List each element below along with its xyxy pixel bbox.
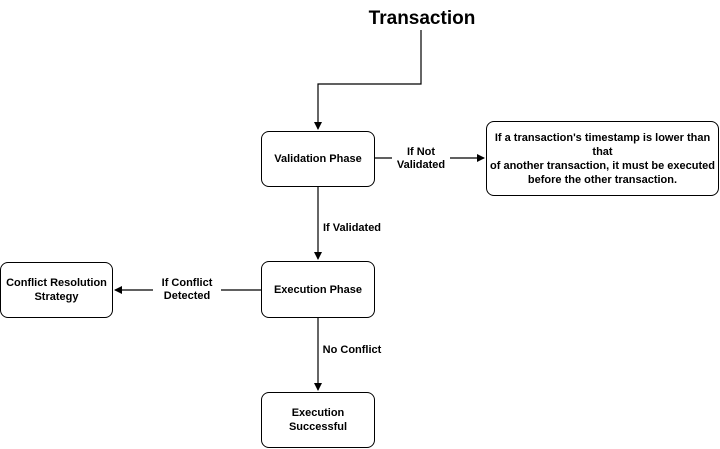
title-to-validation-connector — [314, 30, 422, 130]
execution-phase-label: Execution Phase — [273, 283, 363, 296]
validation-phase-node: Validation Phase — [261, 131, 375, 187]
execution-phase-node: Execution Phase — [261, 261, 375, 318]
if-validated-label: If Validated — [320, 222, 384, 235]
conflict-resolution-label: Conflict Resolution Strategy — [6, 277, 107, 303]
conflict-resolution-node: Conflict Resolution Strategy — [0, 262, 113, 318]
execution-successful-label: Execution Successful — [288, 407, 348, 433]
validation-phase-label: Validation Phase — [274, 153, 362, 165]
timestamp-rule-label: If a transaction's timestamp is lower th… — [490, 131, 715, 186]
execution-successful-node: Execution Successful — [261, 392, 375, 448]
if-not-validated-label: If Not Validated — [392, 146, 450, 172]
timestamp-rule-node: If a transaction's timestamp is lower th… — [486, 121, 719, 196]
diagram-title: Transaction — [368, 8, 476, 29]
if-conflict-detected-label: If Conflict Detected — [153, 277, 221, 303]
no-conflict-label: No Conflict — [320, 344, 384, 357]
